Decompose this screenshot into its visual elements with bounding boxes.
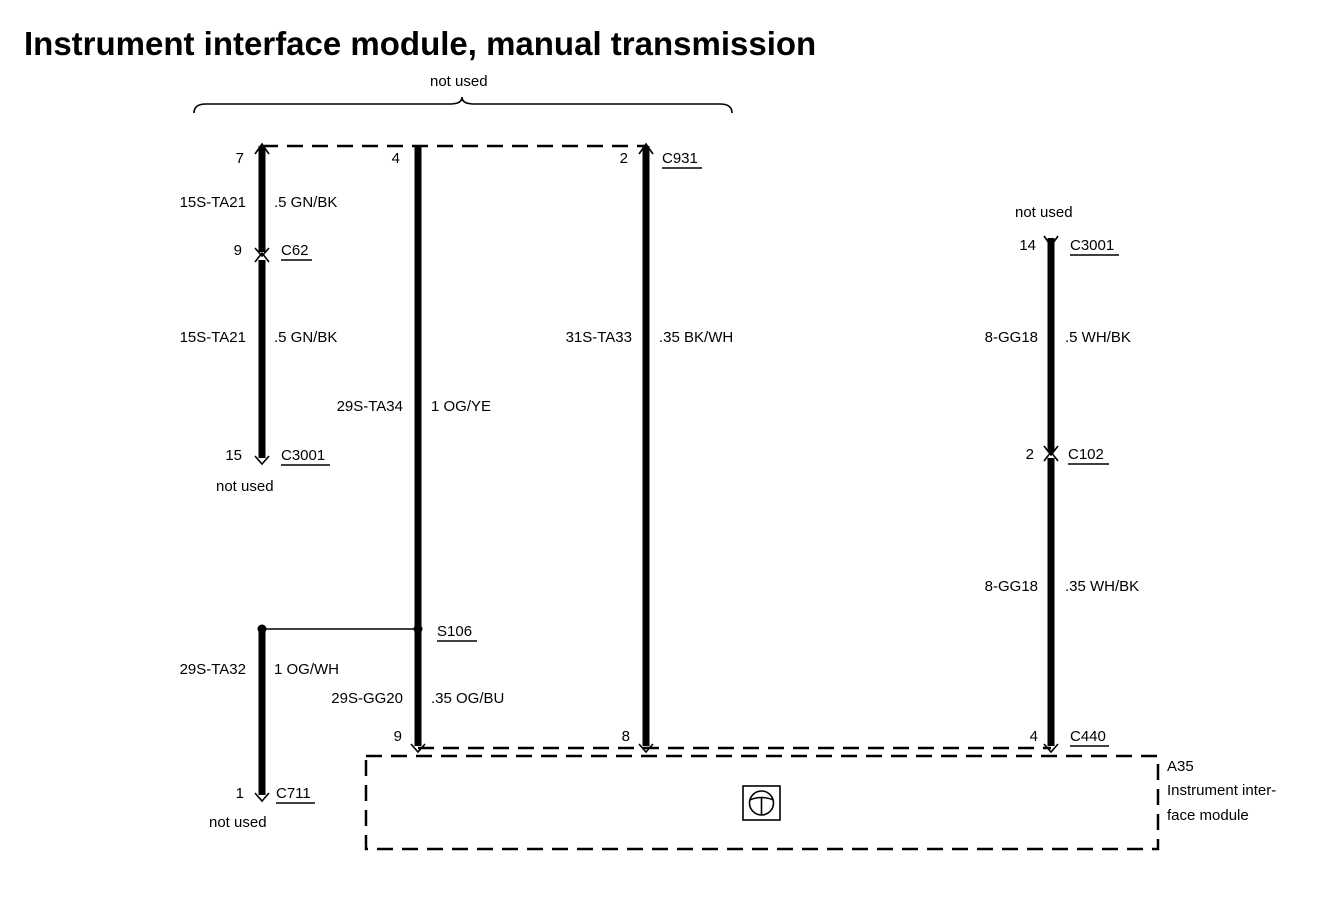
- connector-c3001-right: [1043, 235, 1059, 248]
- connector-c3001-left-label: C3001: [281, 447, 325, 464]
- splice-s106-label: S106: [437, 623, 472, 640]
- pin-2-c102: 2: [1026, 446, 1034, 463]
- module-a35-box: [364, 754, 1160, 851]
- pin-4-c440: 4: [1030, 728, 1038, 745]
- pin-14: 14: [1019, 237, 1036, 254]
- connector-c62-label: C62: [281, 242, 309, 259]
- pin-4-top: 4: [392, 150, 400, 167]
- pin-15: 15: [225, 447, 242, 464]
- connector-c62-female: [254, 251, 270, 263]
- wire-code: 15S-TA21: [180, 194, 246, 211]
- wire-spec: .35 OG/BU: [431, 690, 504, 707]
- wire-spec: .35 WH/BK: [1065, 578, 1139, 595]
- not-used-top-label: not used: [430, 73, 488, 90]
- pin-2-top: 2: [620, 150, 628, 167]
- wire-code: 31S-TA33: [566, 329, 632, 346]
- module-name-line2: face module: [1167, 807, 1249, 824]
- not-used-c3001-right-label: not used: [1015, 204, 1073, 221]
- module-name-line1: Instrument inter-: [1167, 782, 1276, 799]
- connector-c102-male: [1043, 445, 1059, 457]
- terminal-arrow-pin-2: [638, 142, 654, 155]
- pin-9-bottom: 9: [394, 728, 402, 745]
- connector-c3001-left: [254, 455, 270, 466]
- pin-1: 1: [236, 785, 244, 802]
- wire-code: 29S-GG20: [331, 690, 403, 707]
- connector-c711-label: C711: [276, 785, 311, 802]
- wire-code: 15S-TA21: [180, 329, 246, 346]
- connector-c102-female: [1043, 450, 1059, 462]
- pin-8: 8: [622, 728, 630, 745]
- module-ref: A35: [1167, 758, 1194, 775]
- wire-spec: .35 BK/WH: [659, 329, 733, 346]
- wire-spec: 1 OG/WH: [274, 661, 339, 678]
- terminal-arrow-pin-7: [254, 142, 270, 155]
- wire-code: 29S-TA34: [337, 398, 403, 415]
- connector-c3001-right-label: C3001: [1070, 237, 1114, 254]
- connector-c440-label: C440: [1070, 728, 1106, 745]
- not-used-c711-label: not used: [209, 814, 267, 831]
- connector-c711: [254, 792, 270, 803]
- wire-spec: .5 GN/BK: [274, 329, 337, 346]
- pin-7: 7: [236, 150, 244, 167]
- connector-c102-label: C102: [1068, 446, 1104, 463]
- wire-spec: .5 WH/BK: [1065, 329, 1131, 346]
- terminal-arrow-pin-9: [410, 743, 426, 754]
- wire-spec: 1 OG/YE: [431, 398, 491, 415]
- pin-9-c62: 9: [234, 242, 242, 259]
- terminal-arrow-pin-4-c440: [1043, 743, 1059, 754]
- not-used-c3001-left-label: not used: [216, 478, 274, 495]
- connector-c62-male: [254, 247, 270, 258]
- wire-spec: .5 GN/BK: [274, 194, 337, 211]
- terminal-arrow-pin-8: [638, 743, 654, 754]
- wire-code: 29S-TA32: [180, 661, 246, 678]
- steering-wheel-icon: [742, 785, 781, 821]
- wire-code: 8-GG18: [985, 329, 1038, 346]
- page-title: Instrument interface module, manual tran…: [24, 25, 816, 62]
- wire-code: 8-GG18: [985, 578, 1038, 595]
- connector-c931-label: C931: [662, 150, 698, 167]
- not-used-brace: [193, 96, 733, 114]
